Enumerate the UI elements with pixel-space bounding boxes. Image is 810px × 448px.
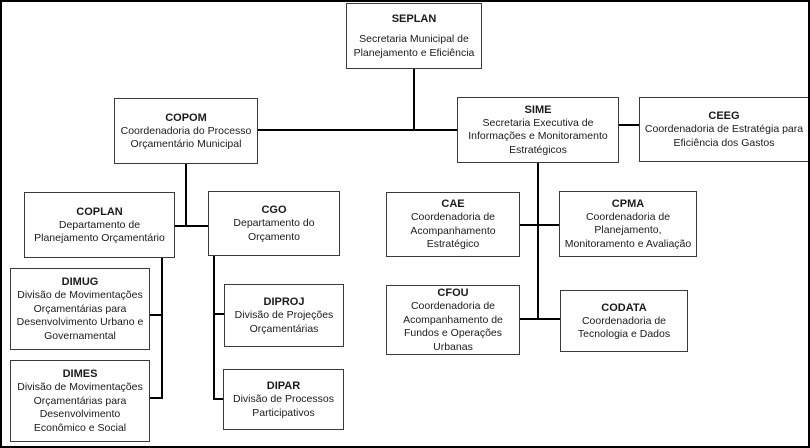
node-code: DIPAR bbox=[266, 380, 301, 392]
node-code: DIMES bbox=[62, 368, 98, 380]
org-node-sime: SIME Secretaria Executiva de Informações… bbox=[457, 97, 619, 163]
node-label: Divisão de Processos Participativos bbox=[233, 393, 334, 419]
node-label: Coordenadoria de Acompanhamento de Fundo… bbox=[403, 300, 503, 353]
node-label: Divisão de Movimentações Orçamentárias p… bbox=[17, 381, 143, 434]
connector-cfou-codata bbox=[519, 318, 560, 320]
node-label: Departamento do Orçamento bbox=[233, 217, 315, 243]
node-label: Coordenadoria do Processo Orçamentário M… bbox=[120, 124, 252, 151]
org-node-cae: CAE Coordenadoria de Acompanhamento Estr… bbox=[386, 192, 520, 257]
connector-coplan-cgo bbox=[174, 225, 208, 227]
connector-cgo-down bbox=[213, 256, 215, 400]
node-code: CODATA bbox=[601, 301, 647, 314]
org-node-ceeg: CEEG Coordenadoria de Estratégia para Ef… bbox=[639, 97, 808, 162]
connector-dimug-stub bbox=[149, 314, 162, 316]
org-node-codata: CODATA Coordenadoria de Tecnologia e Dad… bbox=[560, 290, 688, 352]
org-node-coplan: COPLAN Departamento de Planejamento Orça… bbox=[24, 192, 175, 258]
org-node-diproj: DIPROJ Divisão de Projeções Orçamentária… bbox=[224, 284, 344, 347]
org-node-dimug: DIMUG Divisão de Movimentações Orçamentá… bbox=[10, 268, 150, 350]
connector-diproj-stub bbox=[213, 313, 225, 315]
node-code: COPLAN bbox=[76, 205, 123, 218]
org-node-dimes: DIMES Divisão de Movimentações Orçamentá… bbox=[10, 360, 150, 442]
connector-coplan-down bbox=[161, 257, 163, 399]
org-node-dipar: DIPAR Divisão de Processos Participativo… bbox=[223, 369, 344, 430]
node-code: CAE bbox=[441, 198, 465, 211]
node-label: Coordenadoria de Acompanhamento Estratég… bbox=[410, 211, 496, 251]
node-label: Departamento de Planejamento Orçamentári… bbox=[34, 218, 165, 245]
node-label: Coordenadoria de Estratégia para Eficiên… bbox=[644, 123, 804, 149]
node-code: SIME bbox=[524, 103, 552, 116]
connector-copom-sime bbox=[258, 129, 457, 131]
node-label: Coordenadoria de Planejamento, Monitoram… bbox=[564, 210, 692, 250]
node-code: CFOU bbox=[437, 287, 469, 299]
connector-dimes-stub bbox=[149, 397, 162, 399]
org-node-cgo: CGO Departamento do Orçamento bbox=[208, 191, 340, 256]
node-code: COPOM bbox=[165, 111, 207, 124]
connector-seplan-trunk bbox=[413, 68, 415, 130]
node-code: DIMUG bbox=[61, 276, 99, 288]
connector-cae-cpma bbox=[519, 224, 559, 226]
node-code: DIPROJ bbox=[263, 296, 305, 308]
node-code: SEPLAN bbox=[391, 13, 437, 25]
connector-sime-ceeg bbox=[618, 124, 639, 126]
org-node-cpma: CPMA Coordenadoria de Planejamento, Moni… bbox=[559, 191, 697, 257]
node-label: Divisão de Movimentações Orçamentárias p… bbox=[16, 289, 144, 342]
org-node-cfou: CFOU Coordenadoria de Acompanhamento de … bbox=[386, 285, 520, 355]
node-code: CEEG bbox=[708, 110, 740, 122]
node-code: CGO bbox=[261, 204, 287, 216]
node-label: Secretaria Executiva de Informações e Mo… bbox=[468, 116, 608, 156]
connector-dipar-stub bbox=[213, 398, 225, 400]
node-label: Secretaria Municipal de Planejamento e E… bbox=[353, 33, 475, 59]
connector-sime-down bbox=[537, 162, 539, 320]
org-node-seplan: SEPLAN Secretaria Municipal de Planejame… bbox=[346, 3, 482, 69]
node-label: Coordenadoria de Tecnologia e Dados bbox=[577, 314, 671, 341]
org-node-copom: COPOM Coordenadoria do Processo Orçament… bbox=[114, 98, 258, 164]
connector-copom-down bbox=[185, 163, 187, 227]
node-label: Divisão de Projeções Orçamentárias bbox=[234, 309, 334, 335]
node-code: CPMA bbox=[611, 197, 645, 210]
